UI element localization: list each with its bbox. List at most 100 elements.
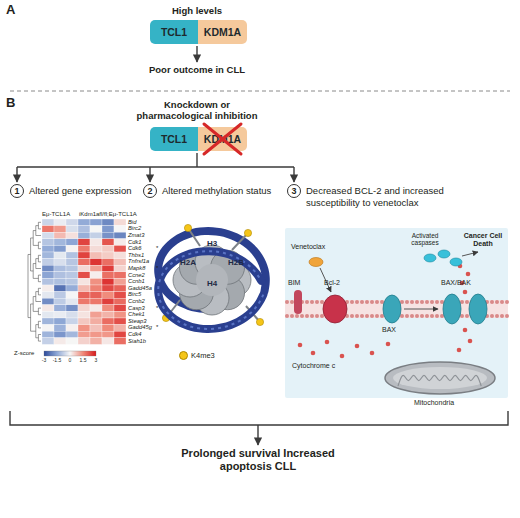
gene-box: KDM1A bbox=[198, 20, 247, 44]
heatmap-cell bbox=[114, 252, 126, 259]
lipid-head bbox=[475, 314, 479, 318]
lipid-head bbox=[430, 300, 434, 304]
gene-box: KDM1A bbox=[198, 127, 247, 151]
heatmap-cell bbox=[90, 278, 102, 285]
annotation-text: Knockdown or pharmacological inhibition bbox=[127, 100, 267, 122]
flow-arrow bbox=[293, 167, 294, 182]
cytochrome-dot bbox=[466, 272, 471, 277]
step-number-circle: 1Altered gene expression bbox=[10, 184, 24, 198]
heatmap-cell bbox=[42, 219, 54, 226]
heatmap-cell bbox=[54, 219, 66, 226]
gene-name: TCL1 bbox=[161, 133, 187, 145]
heatmap-cell bbox=[66, 272, 78, 279]
heatmap-cell bbox=[102, 285, 114, 292]
heatmap-cell bbox=[90, 292, 102, 299]
lipid-head bbox=[290, 314, 294, 318]
heatmap-cell bbox=[42, 239, 54, 246]
heatmap-cell bbox=[54, 318, 66, 325]
step-number: 2 bbox=[144, 185, 156, 197]
lipid-head bbox=[340, 300, 344, 304]
heatmap-cell bbox=[90, 285, 102, 292]
lipid-head bbox=[395, 314, 399, 318]
dendrogram-branch bbox=[38, 321, 41, 328]
dna-groove bbox=[158, 251, 263, 329]
heatmap-cell bbox=[90, 259, 102, 266]
lipid-head bbox=[415, 314, 419, 318]
gene-label: Ccnb1 bbox=[128, 278, 145, 285]
lipid-head bbox=[425, 314, 429, 318]
dendrogram-branch bbox=[36, 259, 41, 269]
lipid-head bbox=[375, 314, 379, 318]
lipid-head bbox=[400, 300, 404, 304]
lipid-head bbox=[420, 314, 424, 318]
lipid-head bbox=[485, 314, 489, 318]
mitochondrion bbox=[385, 362, 495, 394]
gene-label: Casp3 bbox=[128, 305, 145, 312]
lipid-head bbox=[310, 314, 314, 318]
cytochrome-dot bbox=[370, 351, 375, 356]
heatmap-cell bbox=[42, 226, 54, 233]
heatmap-cell bbox=[90, 305, 102, 312]
heatmap-cell bbox=[54, 259, 66, 266]
histone-core bbox=[195, 245, 229, 279]
panel-separator bbox=[10, 91, 510, 92]
bax-bak-pore bbox=[443, 294, 461, 324]
heatmap-cell bbox=[114, 305, 126, 312]
gene-label: Chek1 bbox=[128, 311, 145, 318]
mitochondrion bbox=[393, 367, 487, 389]
heatmap-cell bbox=[102, 331, 114, 338]
lipid-head bbox=[375, 300, 379, 304]
lipid-head bbox=[330, 314, 334, 318]
lipid-head bbox=[495, 300, 499, 304]
lipid-head bbox=[410, 314, 414, 318]
step-number: 3 bbox=[288, 185, 300, 197]
dendrogram-branch bbox=[33, 231, 38, 246]
histone-core bbox=[196, 264, 228, 296]
heatmap-cell bbox=[102, 245, 114, 252]
heatmap-cell bbox=[114, 232, 126, 239]
heatmap-cell bbox=[54, 272, 66, 279]
heatmap-cell bbox=[78, 311, 90, 318]
lipid-head bbox=[480, 314, 484, 318]
annotation-text: High levels bbox=[147, 6, 247, 17]
lipid-head bbox=[335, 300, 339, 304]
lipid-head bbox=[505, 300, 509, 304]
dendrogram-branch bbox=[38, 242, 41, 249]
histone-label: H2B bbox=[224, 258, 248, 267]
lipid-head bbox=[360, 300, 364, 304]
dendrogram-branch bbox=[28, 254, 31, 317]
heatmap-cell bbox=[90, 331, 102, 338]
heatmap-cell bbox=[90, 239, 102, 246]
annotation-text: BAX/BAK bbox=[441, 279, 471, 287]
inhibition-cross bbox=[204, 124, 241, 154]
heatmap-cell bbox=[78, 239, 90, 246]
dendrogram-branch bbox=[38, 275, 41, 282]
heatmap-cell bbox=[102, 232, 114, 239]
lipid-head bbox=[490, 314, 494, 318]
annotation-text: * bbox=[156, 324, 158, 331]
heatmap-cell bbox=[66, 292, 78, 299]
heatmap-cell bbox=[114, 311, 126, 318]
histone-label: H2A bbox=[176, 258, 200, 267]
heatmap-cell bbox=[66, 232, 78, 239]
summary-bracket bbox=[10, 411, 508, 425]
lipid-head bbox=[325, 300, 329, 304]
heatmap-cell bbox=[78, 232, 90, 239]
heatmap-cell bbox=[42, 265, 54, 272]
heatmap-cell bbox=[114, 325, 126, 332]
heatmap-cell bbox=[54, 265, 66, 272]
annotation-text: * bbox=[156, 245, 158, 252]
heatmap-cell bbox=[42, 338, 54, 345]
lipid-head bbox=[455, 314, 459, 318]
heatmap-cell bbox=[54, 338, 66, 345]
heatmap-cell bbox=[54, 239, 66, 246]
legend-entry: K4me3 bbox=[179, 351, 215, 360]
annotation-text: * bbox=[156, 305, 158, 312]
lipid-head bbox=[445, 300, 449, 304]
heatmap-cell bbox=[102, 252, 114, 259]
lipid-head bbox=[385, 314, 389, 318]
caspase-shape bbox=[424, 254, 436, 262]
heatmap-cell bbox=[78, 298, 90, 305]
heatmap-cell bbox=[90, 226, 102, 233]
